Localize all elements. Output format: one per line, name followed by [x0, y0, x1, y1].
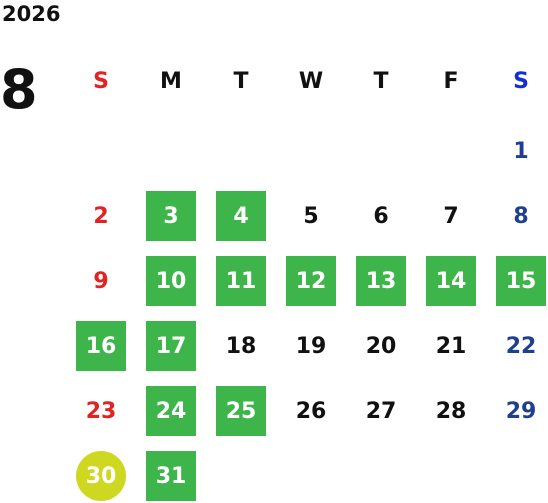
day-cell-21[interactable]: 21 — [435, 333, 467, 359]
day-cell-13[interactable]: 13 — [356, 256, 406, 306]
day-cell-4[interactable]: 4 — [216, 191, 266, 241]
weekday-monday: M — [160, 68, 182, 94]
day-cell-26[interactable]: 26 — [295, 398, 327, 424]
day-cell-18[interactable]: 18 — [225, 333, 257, 359]
day-cell-6[interactable]: 6 — [373, 203, 389, 229]
day-cell-31[interactable]: 31 — [146, 451, 196, 501]
day-cell-1[interactable]: 1 — [513, 138, 529, 164]
day-cell-29[interactable]: 29 — [505, 398, 537, 424]
weekday-saturday: S — [513, 68, 529, 94]
day-cell-3[interactable]: 3 — [146, 191, 196, 241]
day-cell-10[interactable]: 10 — [146, 256, 196, 306]
weekday-thursday: T — [373, 68, 389, 94]
day-cell-12[interactable]: 12 — [286, 256, 336, 306]
day-cell-14[interactable]: 14 — [426, 256, 476, 306]
weekday-sunday: S — [93, 68, 109, 94]
day-cell-17[interactable]: 17 — [146, 321, 196, 371]
day-cell-2[interactable]: 2 — [93, 203, 109, 229]
weekday-friday: F — [443, 68, 459, 94]
day-cell-8[interactable]: 8 — [513, 203, 529, 229]
day-cell-15[interactable]: 15 — [496, 256, 546, 306]
day-cell-7[interactable]: 7 — [443, 203, 459, 229]
day-cell-22[interactable]: 22 — [505, 333, 537, 359]
day-cell-20[interactable]: 20 — [365, 333, 397, 359]
day-cell-27[interactable]: 27 — [365, 398, 397, 424]
day-cell-9[interactable]: 9 — [93, 268, 109, 294]
day-cell-24[interactable]: 24 — [146, 386, 196, 436]
weekday-tuesday: T — [233, 68, 249, 94]
day-cell-23[interactable]: 23 — [85, 398, 117, 424]
month-label: 8 — [0, 58, 38, 121]
day-cell-28[interactable]: 28 — [435, 398, 467, 424]
day-cell-25[interactable]: 25 — [216, 386, 266, 436]
day-cell-19[interactable]: 19 — [295, 333, 327, 359]
day-cell-16[interactable]: 16 — [76, 321, 126, 371]
day-cell-30[interactable]: 30 — [76, 451, 126, 501]
year-label: 2026 — [2, 2, 61, 26]
day-cell-5[interactable]: 5 — [303, 203, 319, 229]
day-cell-11[interactable]: 11 — [216, 256, 266, 306]
weekday-wednesday: W — [298, 68, 324, 94]
